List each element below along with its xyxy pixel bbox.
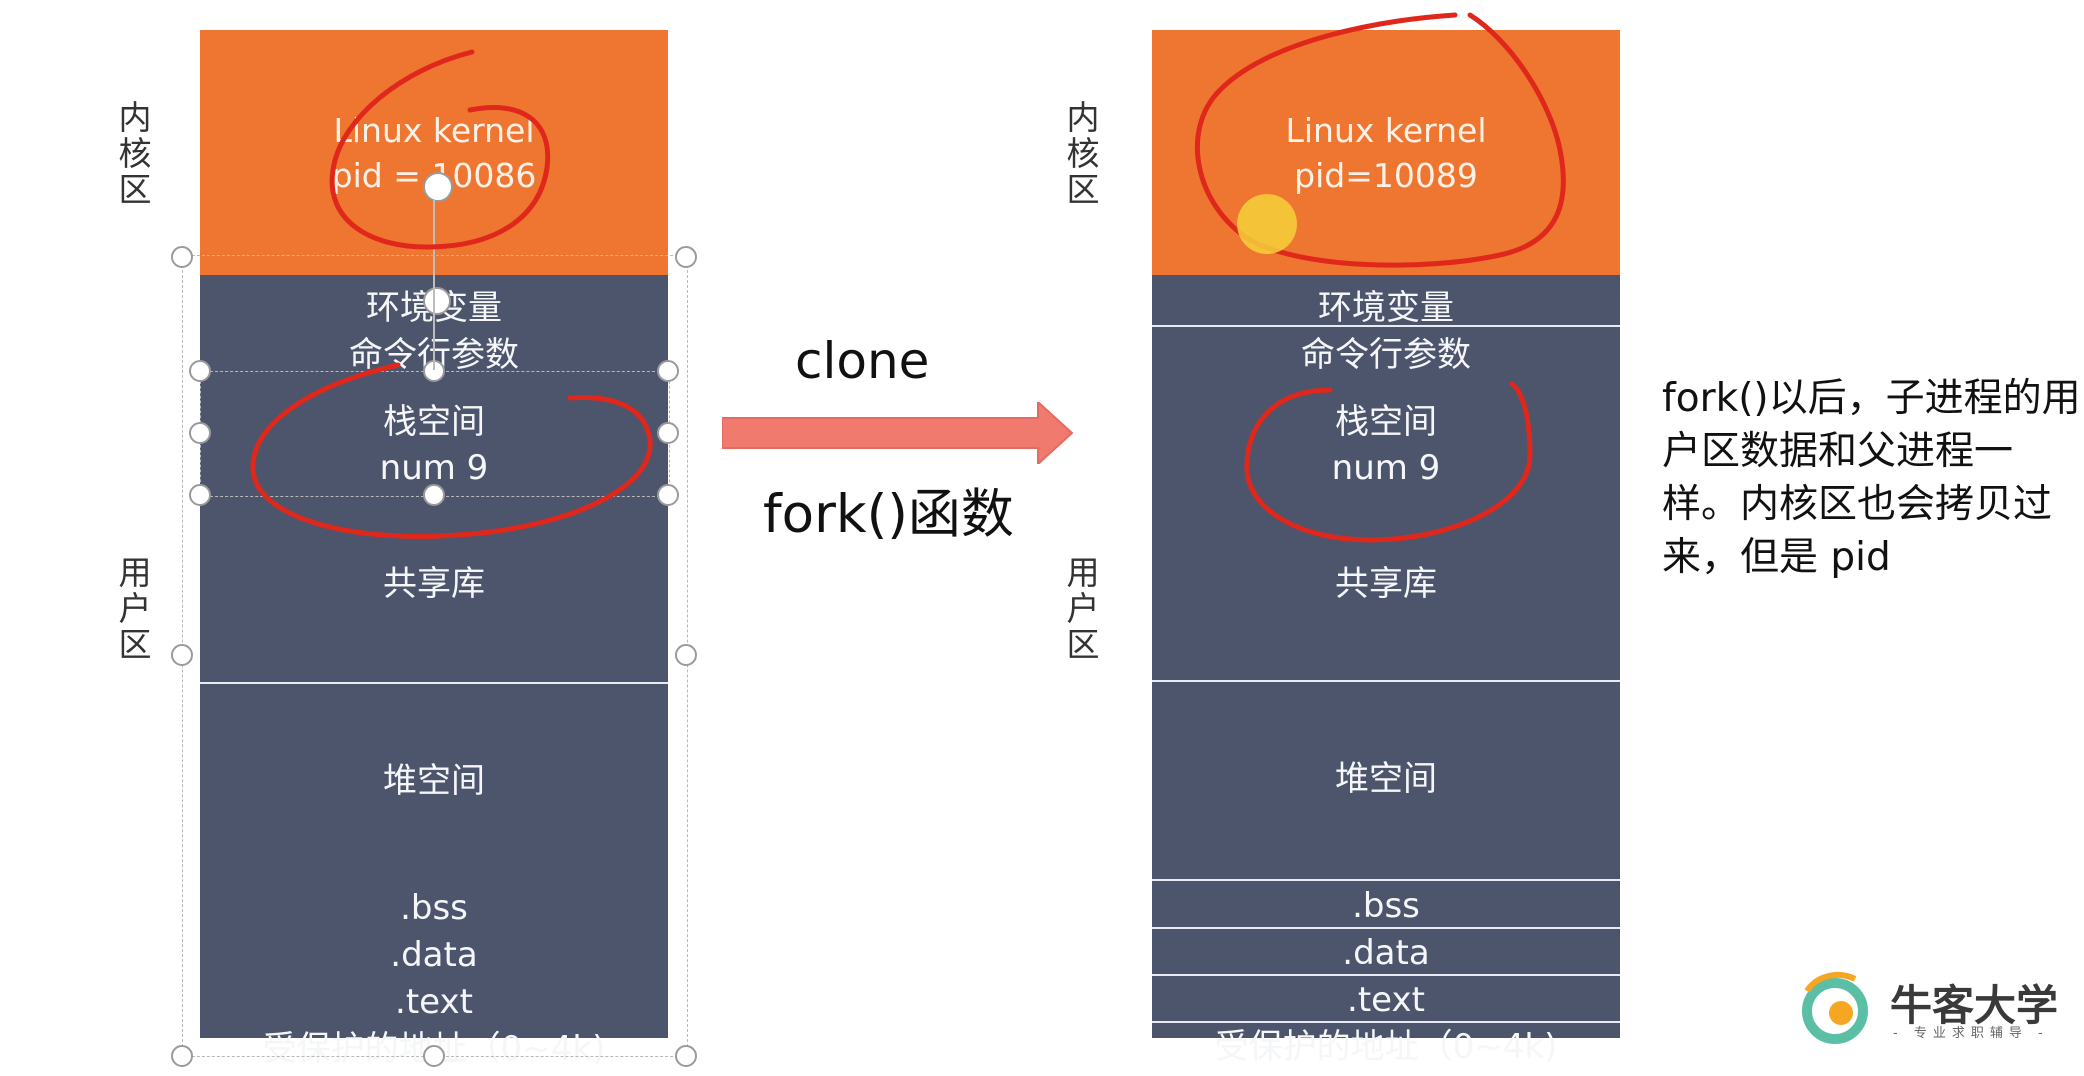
parent-kernel-title: Linux kernel — [333, 110, 535, 150]
resize-handle-br[interactable] — [675, 1045, 697, 1067]
stack-handle-tr[interactable] — [657, 360, 679, 382]
rotate-connector — [433, 200, 435, 370]
child-bss-segment: .bss — [1352, 886, 1420, 926]
stack-handle-br[interactable] — [657, 484, 679, 506]
child-protected-segment: 受保护的地址（0~4k) — [1214, 1027, 1558, 1067]
child-env-divider — [1152, 325, 1620, 327]
child-bss-divider — [1152, 879, 1620, 881]
right-kernel-area-label: 内 核 区 — [1066, 98, 1100, 209]
parent-bss-segment: .bss — [400, 888, 468, 928]
child-kernel-pid: pid=10089 — [1294, 155, 1478, 195]
rotate-handle-icon-2[interactable] — [423, 287, 451, 315]
rotate-handle-icon[interactable] — [423, 172, 453, 202]
fork-arrow-shape — [722, 402, 1074, 464]
resize-handle-tl[interactable] — [171, 246, 193, 268]
logo-name: 牛客大学 — [1890, 981, 2059, 1030]
resize-handle-mr[interactable] — [675, 644, 697, 666]
stack-handle-tl[interactable] — [189, 360, 211, 382]
stack-handle-mr[interactable] — [657, 422, 679, 444]
fork-arrow-icon — [722, 402, 1074, 464]
stack-handle-bm[interactable] — [423, 484, 445, 506]
child-kernel-title: Linux kernel — [1285, 110, 1487, 150]
parent-stack-var: num 9 — [379, 448, 489, 488]
parent-user-segment: 环境变量 命令行参数 栈空间 num 9 共享库 堆空间 .bss .data … — [200, 275, 668, 1069]
parent-process-memory: Linux kernel pid = 10086 环境变量 命令行参数 栈空间 … — [200, 30, 668, 1069]
resize-handle-bl[interactable] — [171, 1045, 193, 1067]
left-user-area-label: 用 户 区 — [118, 553, 152, 664]
parent-text-segment: .text — [395, 982, 473, 1022]
child-text-divider — [1152, 974, 1620, 976]
cursor-highlight — [1237, 194, 1297, 254]
logo-ring — [1802, 978, 1868, 1044]
logo-tagline: - 专业求职辅导 - — [1893, 1026, 2049, 1041]
logo-arc — [1804, 972, 1857, 993]
annotation-circle-child-stack — [1244, 381, 1533, 543]
child-stack-segment: 栈空间 — [1335, 402, 1437, 442]
child-heap-divider — [1152, 680, 1620, 682]
right-user-area-label: 用 户 区 — [1066, 553, 1100, 664]
child-data-divider — [1152, 927, 1620, 929]
child-protected-divider — [1152, 1021, 1620, 1023]
resize-handle-ml[interactable] — [171, 644, 193, 666]
child-text-segment: .text — [1347, 980, 1425, 1020]
child-shared-lib-segment: 共享库 — [1335, 564, 1437, 604]
annotation-circle-child-kernel — [1194, 12, 1566, 268]
child-heap-segment: 堆空间 — [1335, 759, 1437, 799]
left-kernel-area-label: 内 核 区 — [118, 98, 152, 209]
child-stack-var: num 9 — [1331, 448, 1441, 488]
child-env-segment: 环境变量 — [1318, 288, 1454, 328]
child-data-segment: .data — [1342, 933, 1430, 973]
fork-explanation-note: fork()以后，子进程的用户区数据和父进程一样。内核区也会拷贝过来，但是 pi… — [1662, 376, 2081, 580]
fork-function-label: fork()函数 — [763, 484, 1014, 545]
child-user-segment: 环境变量 命令行参数 栈空间 num 9 共享库 堆空间 .bss .data … — [1152, 275, 1620, 1067]
child-args-segment: 命令行参数 — [1301, 335, 1471, 375]
parent-heap-segment: 堆空间 — [383, 761, 485, 801]
parent-stack-segment: 栈空间 — [383, 402, 485, 442]
parent-heap-divider — [200, 682, 668, 684]
stack-handle-bl[interactable] — [189, 484, 211, 506]
parent-shared-lib-segment: 共享库 — [383, 564, 485, 604]
resize-handle-bm[interactable] — [423, 1045, 445, 1067]
annotation-circle-parent-stack — [250, 362, 653, 539]
parent-data-segment: .data — [390, 935, 478, 975]
clone-label: clone — [795, 332, 930, 390]
annotation-circle-parent-kernel — [329, 49, 551, 250]
parent-kernel-segment: Linux kernel pid = 10086 — [200, 30, 668, 275]
nowcoder-logo-icon — [1802, 972, 1868, 1044]
stack-handle-ml[interactable] — [189, 422, 211, 444]
resize-handle-tr[interactable] — [675, 246, 697, 268]
logo-dot — [1829, 1001, 1853, 1025]
